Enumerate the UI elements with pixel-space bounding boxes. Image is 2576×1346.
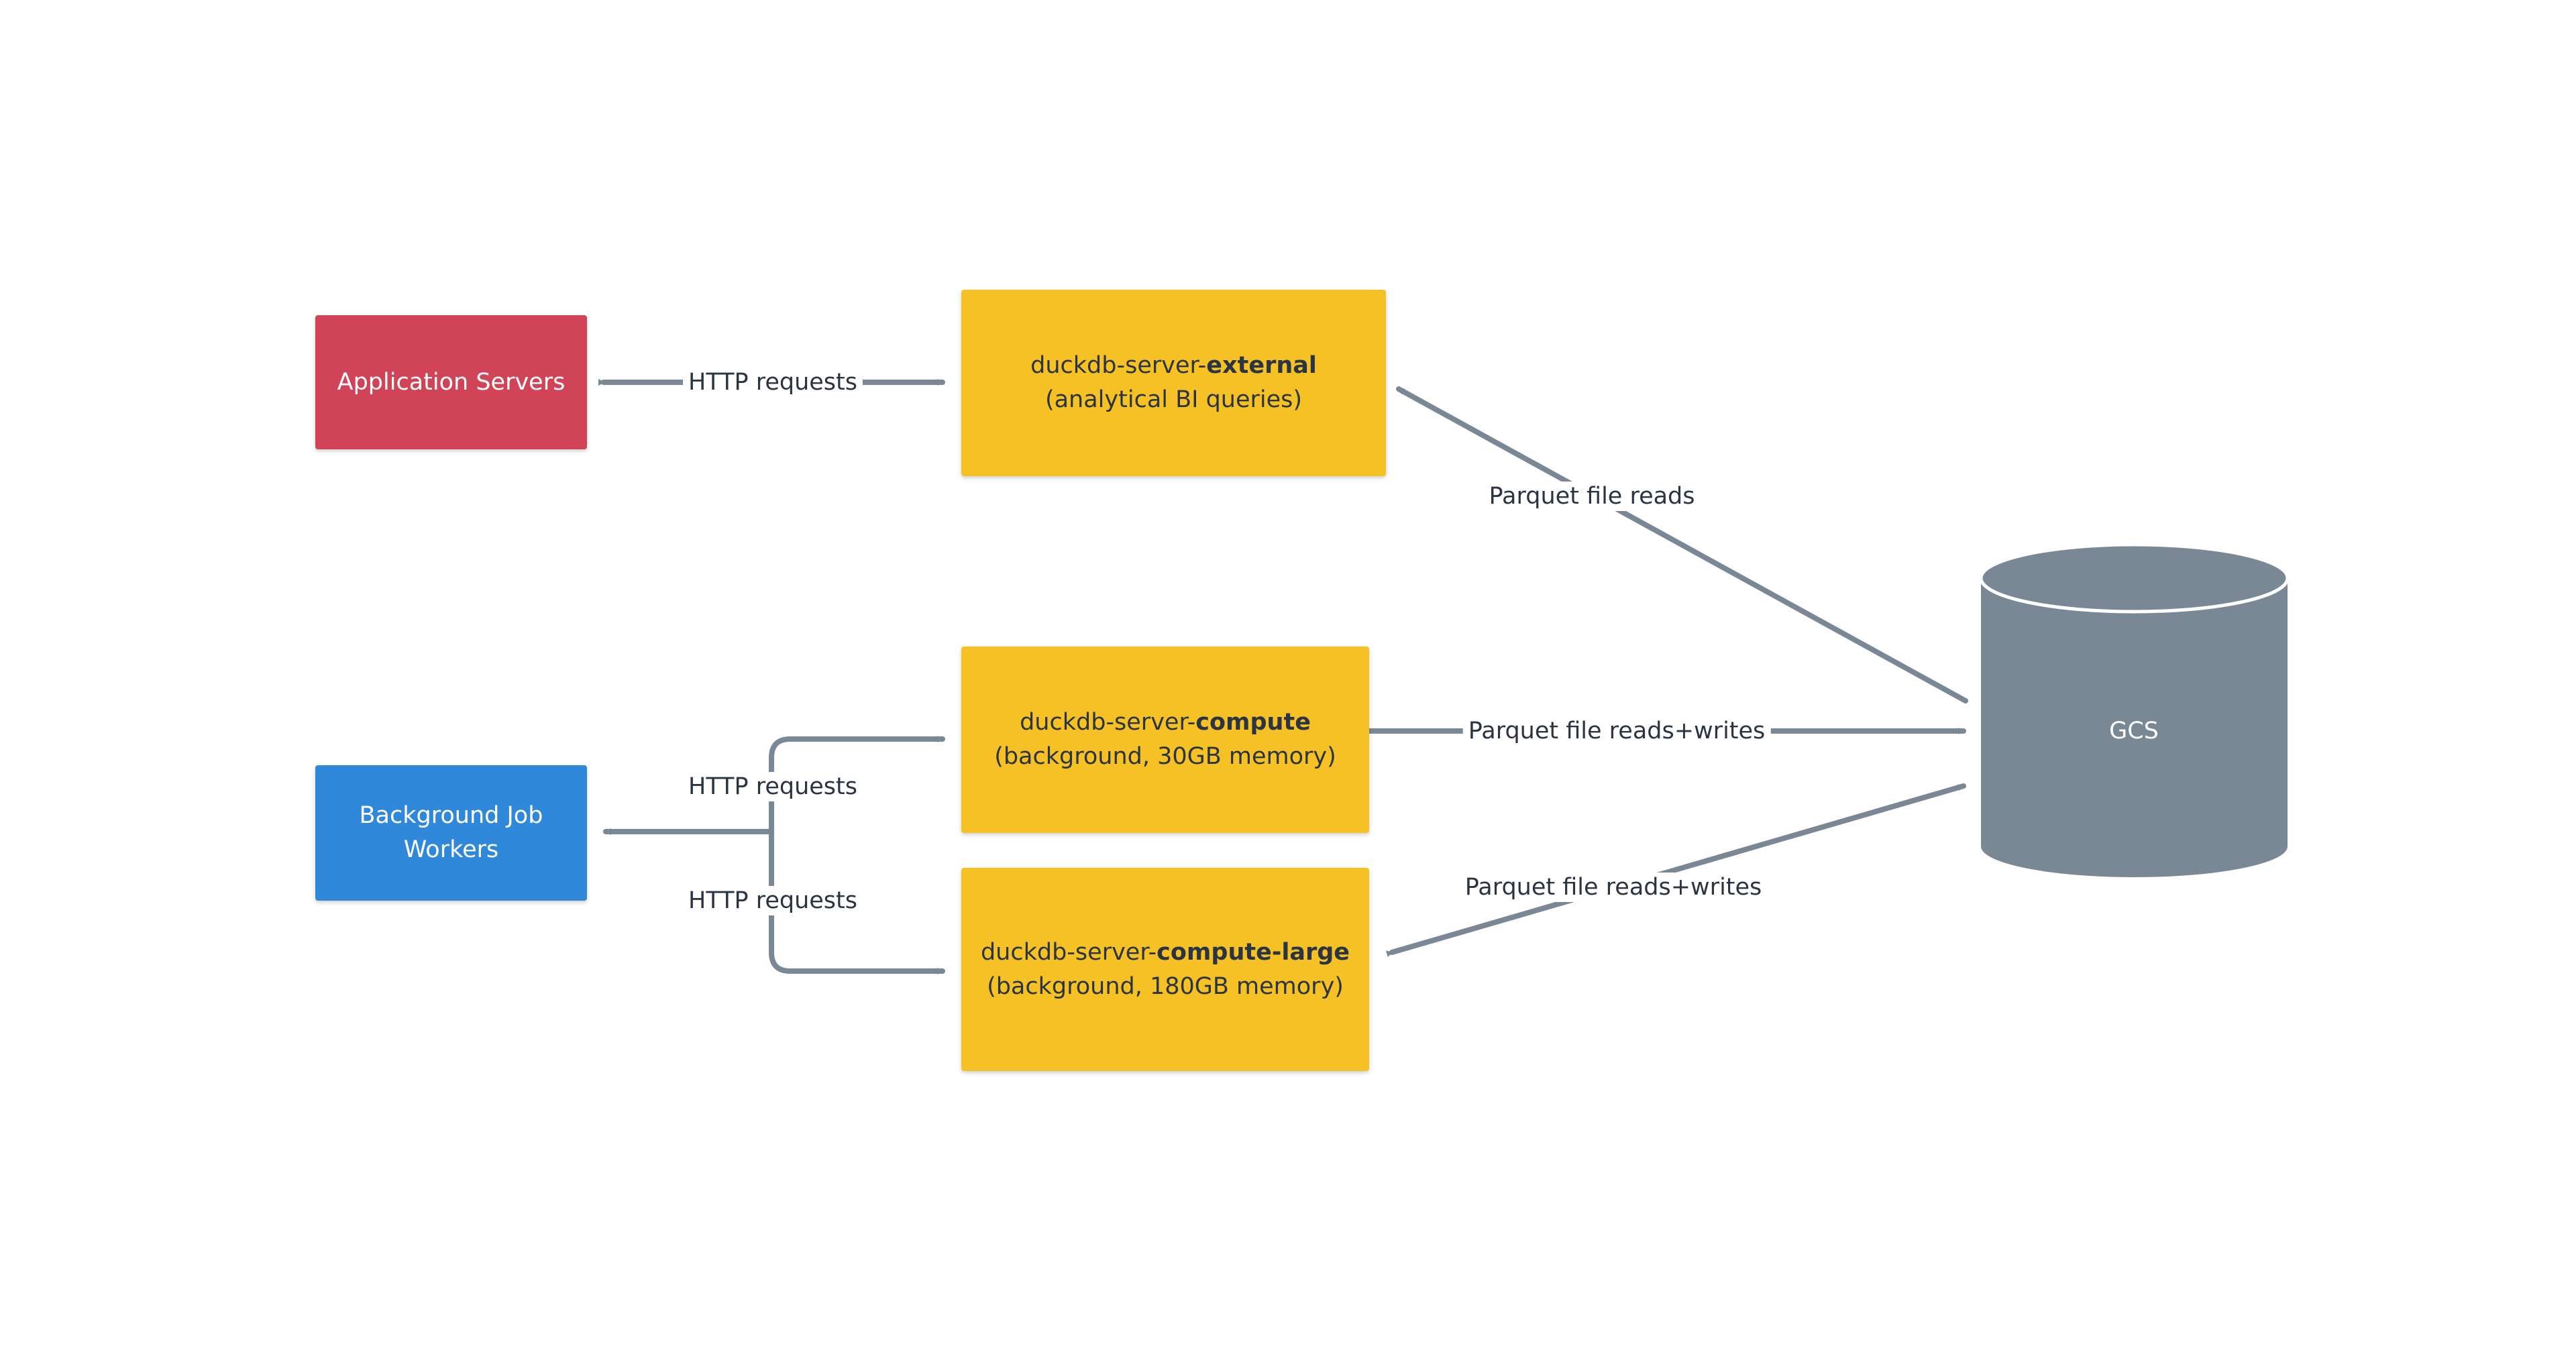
gcs-label: GCS bbox=[2109, 718, 2159, 744]
edge-gcs-to-external bbox=[1396, 386, 1968, 704]
compute-title-bold: compute bbox=[1195, 709, 1311, 736]
compute-subtitle: (background, 30GB memory) bbox=[994, 743, 1336, 770]
compute-title-prefix: duckdb-server- bbox=[1020, 709, 1196, 736]
edge-label-workers-to-compute-large: HTTP requests bbox=[683, 886, 863, 915]
edge-workers-to-compute-large bbox=[769, 829, 945, 974]
edge-label-gcs-to-compute: Parquet file reads+writes bbox=[1462, 716, 1771, 746]
edge-label-gcs-to-external: Parquet file reads bbox=[1483, 482, 1701, 511]
node-duckdb-server-external: duckdb-server-external (analytical BI qu… bbox=[961, 290, 1386, 476]
external-title-prefix: duckdb-server- bbox=[1030, 352, 1207, 379]
edge-label-gcs-to-compute-large: Parquet file reads+writes bbox=[1459, 873, 1768, 902]
application-servers-label: Application Servers bbox=[337, 368, 566, 396]
edge-label-app-to-external: HTTP requests bbox=[683, 368, 863, 397]
external-subtitle: (analytical BI queries) bbox=[1044, 386, 1303, 413]
compute-large-title-prefix: duckdb-server- bbox=[980, 938, 1157, 966]
node-duckdb-server-compute: duckdb-server-compute (background, 30GB … bbox=[961, 647, 1369, 833]
external-title: duckdb-server-external bbox=[1030, 349, 1317, 383]
edge-label-workers-to-compute: HTTP requests bbox=[683, 772, 863, 801]
gcs-cylinder bbox=[1979, 543, 2290, 877]
node-application-servers: Application Servers bbox=[315, 315, 587, 449]
compute-large-title: duckdb-server-compute-large bbox=[981, 936, 1350, 970]
background-workers-line2: Workers bbox=[403, 836, 499, 863]
compute-large-subtitle: (background, 180GB memory) bbox=[987, 972, 1344, 1000]
compute-large-title-bold: compute-large bbox=[1157, 938, 1350, 966]
edge-workers-to-compute bbox=[769, 736, 945, 834]
edge-gcs-to-compute-large bbox=[1385, 783, 1966, 958]
node-background-job-workers: Background Job Workers bbox=[315, 765, 587, 901]
external-title-bold: external bbox=[1206, 352, 1317, 379]
compute-title: duckdb-server-compute bbox=[1020, 706, 1311, 740]
background-workers-line1: Background Job bbox=[359, 802, 543, 829]
node-duckdb-server-compute-large: duckdb-server-compute-large (background,… bbox=[961, 868, 1369, 1071]
